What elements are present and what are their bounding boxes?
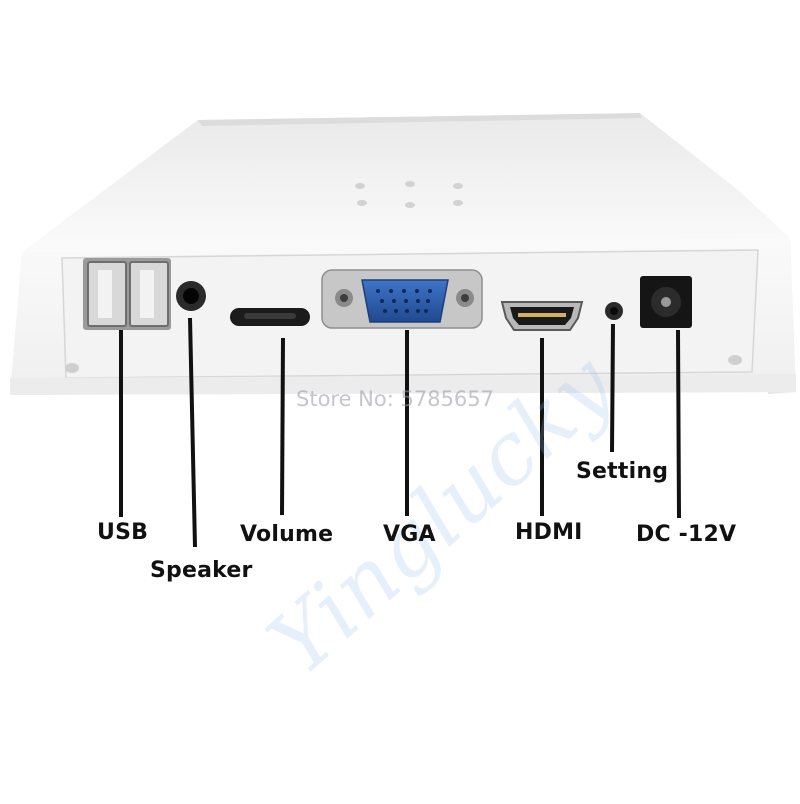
dc-label: DC -12V — [636, 522, 737, 547]
speaker-jack — [176, 281, 206, 311]
dc-jack — [640, 276, 692, 328]
mounting-ears — [65, 355, 742, 373]
usb-ports — [83, 258, 171, 330]
setting-button — [605, 302, 623, 320]
hdmi-label: HDMI — [515, 520, 583, 545]
leader-lines — [119, 317, 681, 548]
speaker-label: Speaker — [150, 558, 253, 583]
setting-label: Setting — [576, 459, 669, 484]
usb-label: USB — [97, 520, 149, 545]
volume-label: Volume — [240, 522, 334, 547]
vent-holes — [355, 181, 463, 208]
volume-wheel — [230, 308, 310, 326]
hdmi-port — [500, 301, 584, 331]
vga-label: VGA — [383, 522, 436, 547]
vga-port — [321, 269, 483, 329]
store-watermark: Store No: 5785657 — [296, 387, 495, 411]
